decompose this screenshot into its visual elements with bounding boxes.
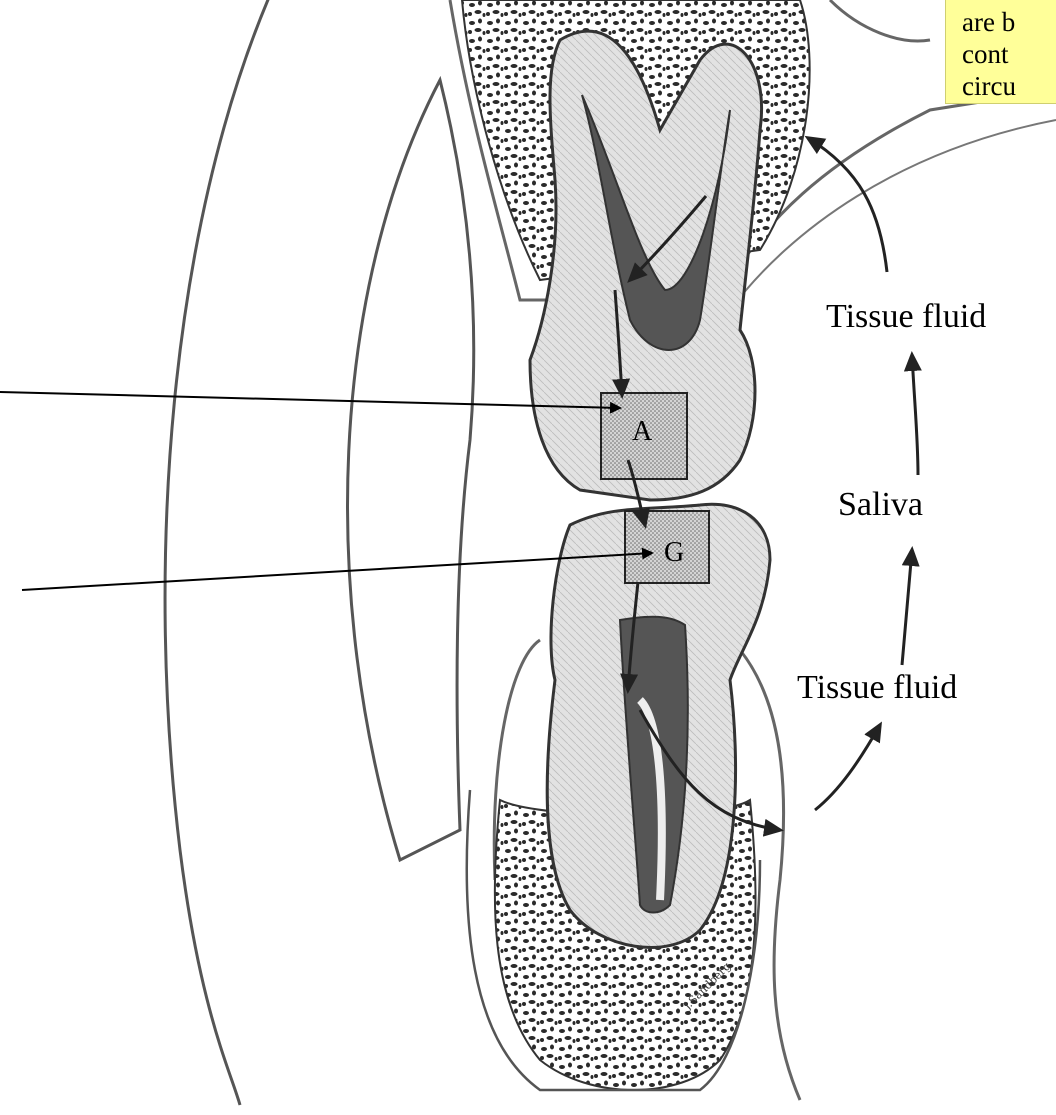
tissue-fluid-upper-label: Tissue fluid: [826, 298, 986, 336]
callout-line-2: cont: [962, 38, 1009, 70]
callout-line-1: are b: [962, 6, 1015, 38]
flow-arrow-saliva-up: [912, 355, 918, 475]
tissue-fluid-lower-label: Tissue fluid: [797, 669, 957, 707]
flow-arrow-tissue-up: [815, 725, 880, 810]
restoration-g-label: G: [664, 537, 684, 569]
restoration-a-label: A: [632, 416, 652, 448]
callout-box: are b cont circu patie: [945, 0, 1056, 104]
callout-line-4: patie: [962, 96, 1014, 103]
flow-arrow-to-saliva: [902, 550, 912, 665]
saliva-label: Saliva: [838, 486, 923, 524]
lip-outline-outer: [165, 0, 270, 1105]
lip-outline-inner: [348, 80, 474, 860]
pointer-line-a: [0, 392, 620, 408]
upper-gingiva-top: [830, 0, 930, 41]
